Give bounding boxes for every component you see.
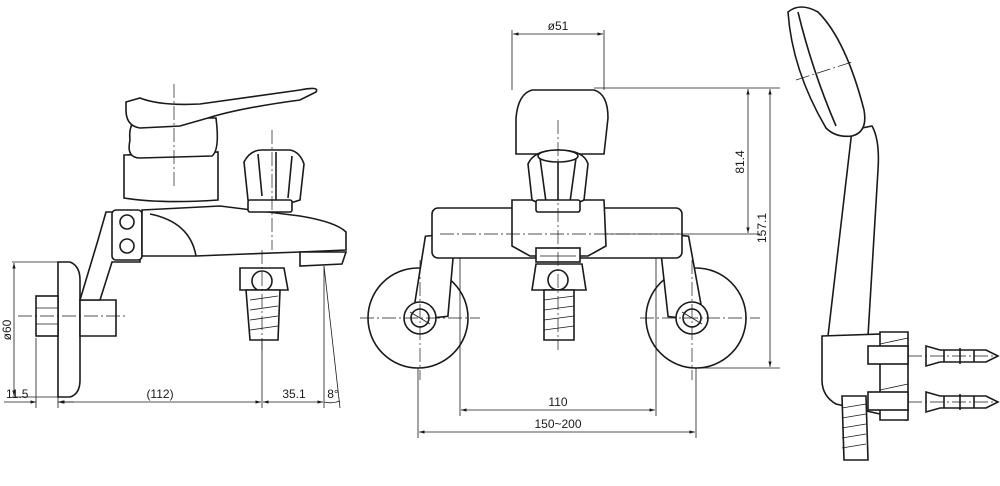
dim-11-5-label: 11.5 [6, 387, 29, 401]
dim-150-200-label: 150~200 [534, 417, 581, 431]
dim-157-1-label: 157.1 [755, 213, 769, 243]
dim-112-label: (112) [146, 387, 173, 401]
dim-35-1-label: 35.1 [282, 387, 306, 401]
dim-diameter-60-label: ø60 [0, 319, 14, 340]
dim-81-4-label: 81.4 [733, 150, 747, 174]
dim-110-label: 110 [548, 395, 567, 409]
side-view [4, 84, 348, 409]
front-view [360, 30, 780, 438]
shower-head-view [787, 6, 1000, 461]
dim-8-degree-label: 8° [327, 387, 339, 401]
dim-diameter-51-label: ø51 [548, 19, 569, 33]
